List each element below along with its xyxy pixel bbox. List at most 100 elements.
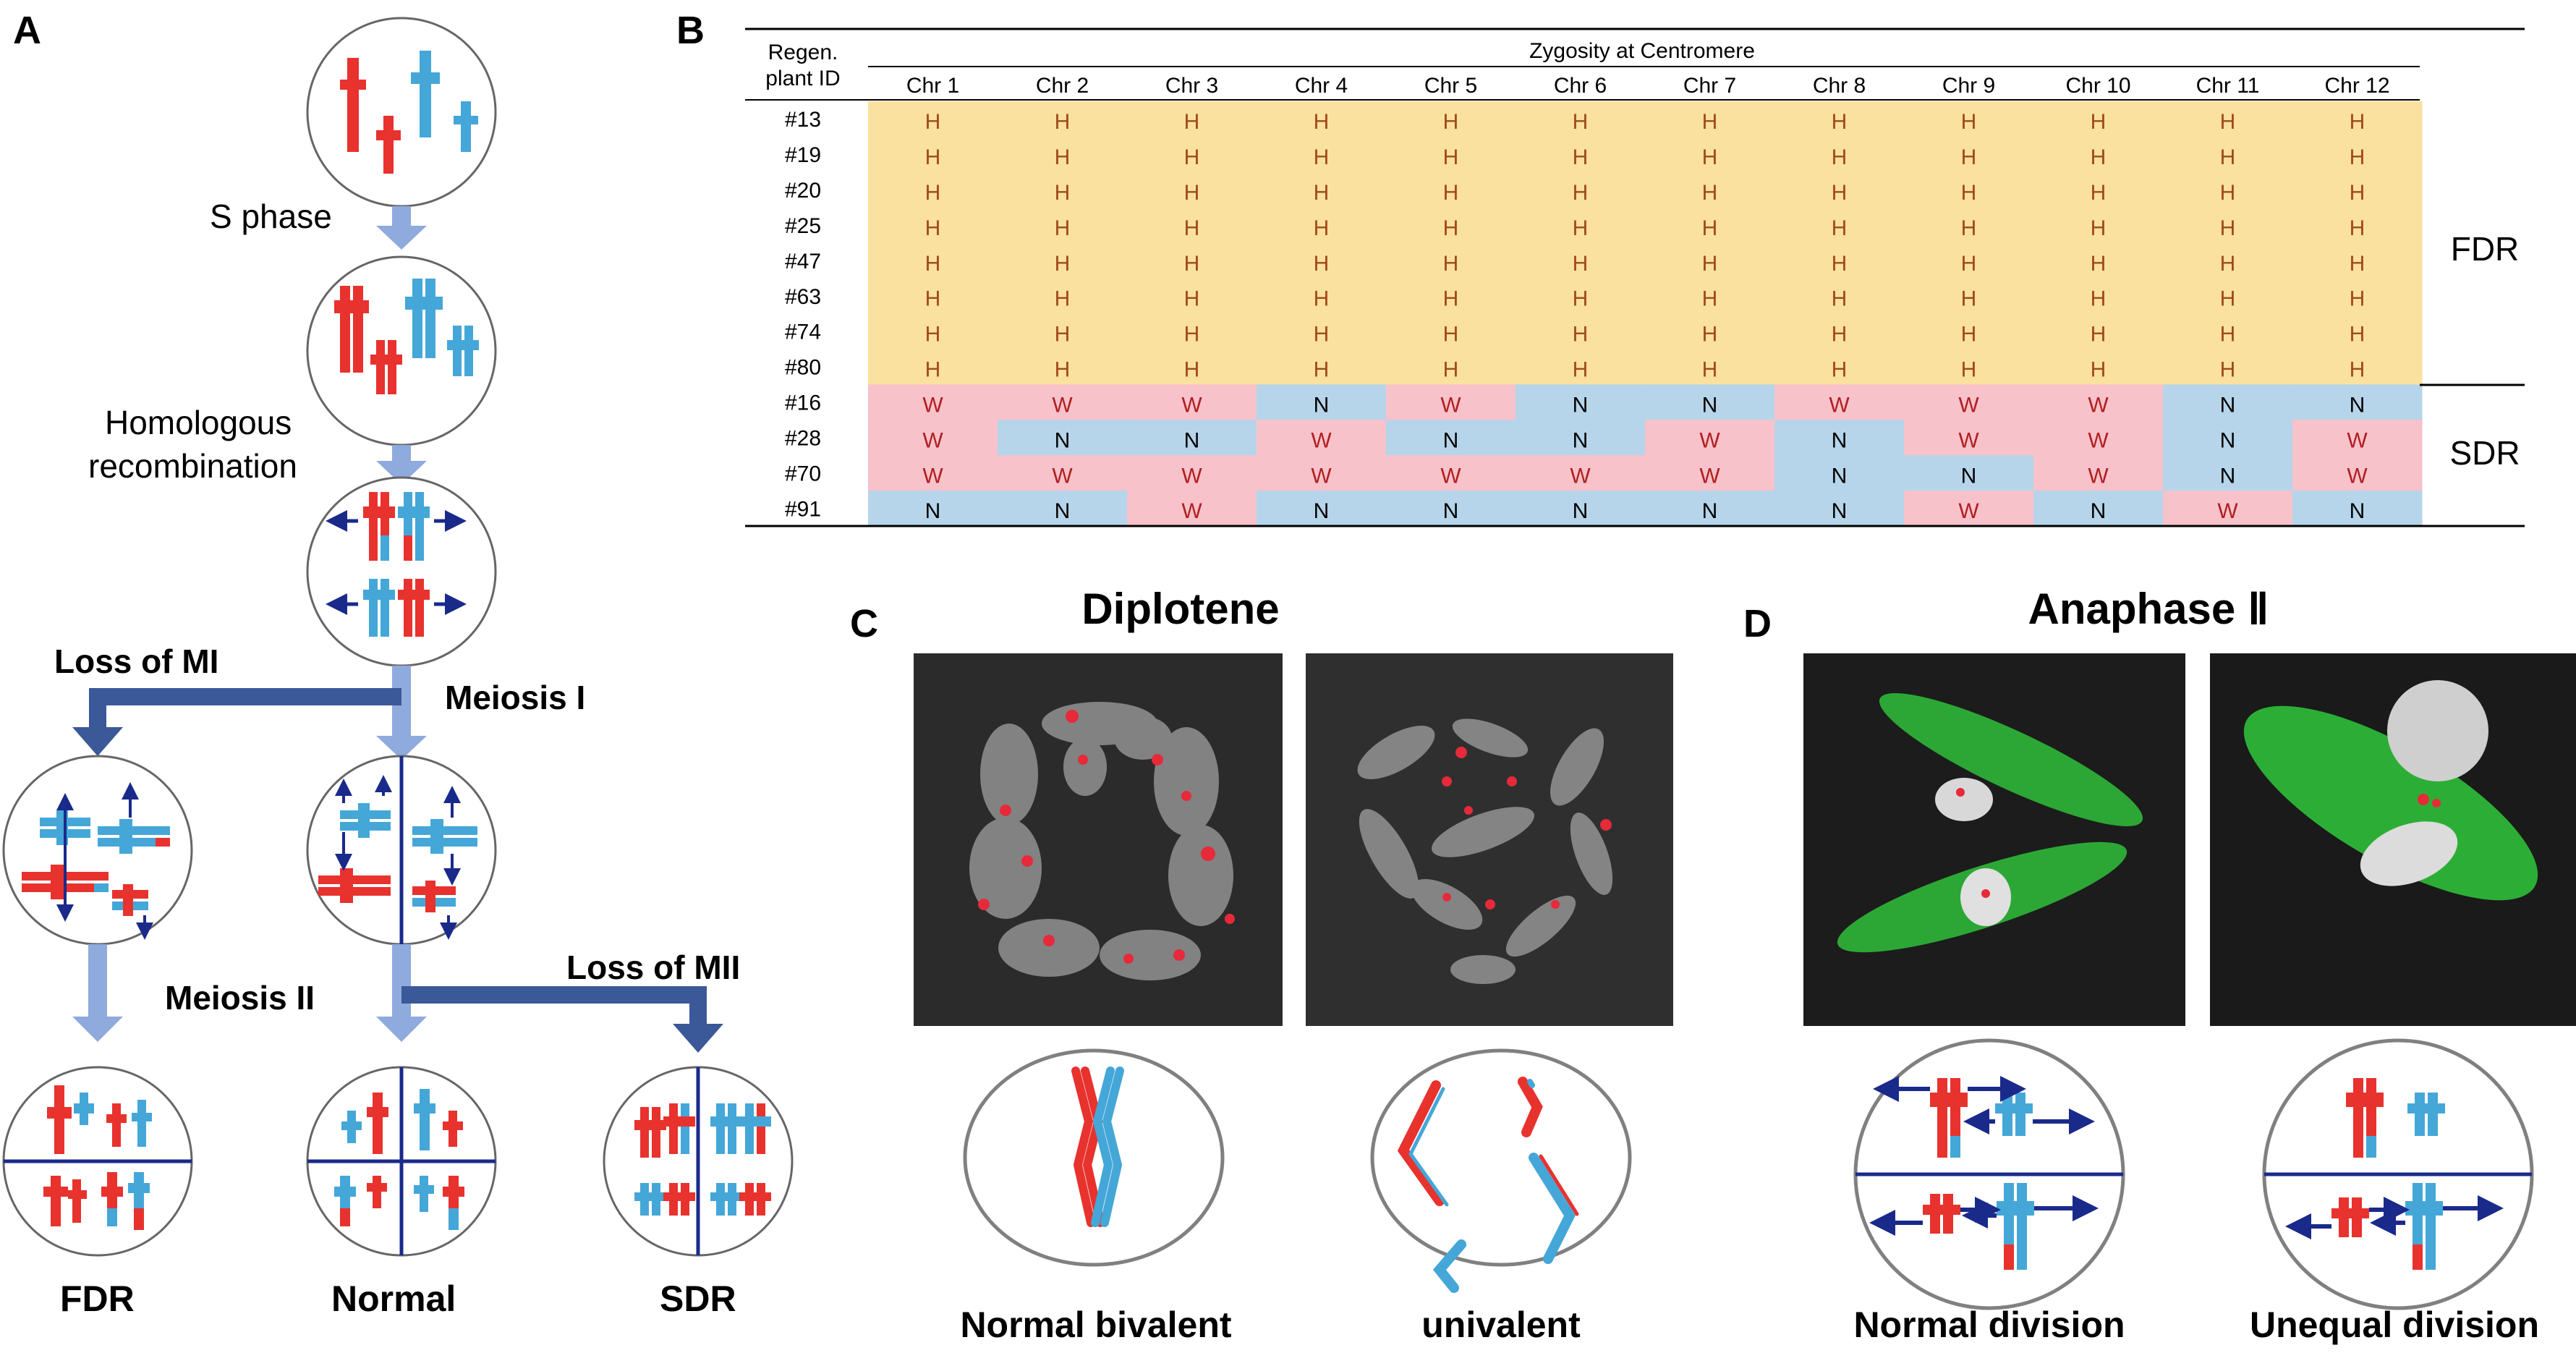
table-cell-bg bbox=[1904, 242, 2034, 279]
table-cell-bg bbox=[868, 242, 998, 279]
table-cell-bg bbox=[998, 242, 1128, 279]
caption-normal-division: Normal division bbox=[1853, 1305, 2125, 1345]
table-cell-bg bbox=[1516, 313, 1646, 349]
table-cell-bg bbox=[2033, 278, 2164, 314]
table-cell-bg bbox=[868, 207, 998, 244]
table-cell: N bbox=[1055, 428, 1071, 452]
table-cell-bg bbox=[1257, 242, 1387, 279]
table-cell-bg bbox=[1127, 242, 1257, 279]
table-cell: W bbox=[2347, 428, 2368, 452]
table-cell: H bbox=[1184, 287, 1200, 311]
table-cell: H bbox=[1184, 216, 1200, 240]
table-cell: H bbox=[1055, 252, 1071, 276]
row-id: #80 bbox=[785, 356, 821, 380]
normal-caption: Normal bbox=[331, 1278, 456, 1319]
diagram-normal-bivalent bbox=[963, 1048, 1225, 1267]
table-cell-bg bbox=[1904, 313, 2034, 349]
table-cell-bg bbox=[1645, 491, 1775, 527]
table-cell: W bbox=[2088, 428, 2109, 452]
table-cell-bg bbox=[868, 491, 998, 527]
table-cell: H bbox=[1573, 287, 1589, 311]
table-cell: H bbox=[1961, 358, 1977, 382]
table-cell-bg bbox=[1127, 101, 1257, 137]
table-cell: H bbox=[2091, 181, 2107, 205]
table-cell-bg bbox=[1516, 278, 1646, 314]
table-cell: H bbox=[1832, 110, 1848, 134]
table-cell-bg bbox=[1904, 171, 2034, 208]
table-cell: H bbox=[1961, 145, 1977, 169]
table-cell-bg bbox=[1774, 136, 1905, 173]
table-cell-bg bbox=[868, 455, 998, 491]
table-cell-bg bbox=[1127, 278, 1257, 314]
table-cell: N bbox=[2220, 464, 2236, 488]
table-cell: H bbox=[1832, 252, 1848, 276]
table-cell-bg bbox=[1127, 136, 1257, 173]
micrograph-normal-bivalent bbox=[914, 653, 1283, 1026]
table-cell-bg bbox=[1774, 278, 1905, 314]
table-cell: H bbox=[2220, 181, 2236, 205]
table-cell: H bbox=[1573, 252, 1589, 276]
table-cell-bg bbox=[1127, 207, 1257, 244]
table-cell-bg bbox=[1386, 242, 1516, 279]
table-cell-bg bbox=[1904, 101, 2034, 137]
table-cell: H bbox=[925, 358, 941, 382]
homologous-label: Homologous bbox=[105, 404, 292, 441]
zygosity-table: Regen. plant ID Zygosity at Centromere C… bbox=[745, 27, 2525, 527]
table-cell: N bbox=[1184, 428, 1200, 452]
table-cell: W bbox=[1181, 393, 1202, 417]
table-cell: H bbox=[2091, 323, 2107, 347]
table-cell-bg bbox=[1386, 349, 1516, 385]
table-cell-bg bbox=[1645, 349, 1775, 385]
table-cell-bg bbox=[1516, 420, 1646, 456]
table-cell: H bbox=[925, 110, 941, 134]
caption-unequal-division: Unequal division bbox=[2250, 1305, 2539, 1345]
table-cell: H bbox=[1832, 181, 1848, 205]
table-cell: H bbox=[1314, 145, 1330, 169]
table-cell-bg bbox=[1257, 313, 1387, 349]
table-cell-bg bbox=[1386, 101, 1516, 137]
chromosomes-normal bbox=[334, 1089, 464, 1230]
table-cell: H bbox=[1961, 216, 1977, 240]
table-cell: H bbox=[925, 287, 941, 311]
column-header: Chr 11 bbox=[2196, 74, 2260, 98]
table-cell: H bbox=[2091, 216, 2107, 240]
cell-recombination bbox=[306, 476, 497, 667]
table-cell-bg bbox=[2033, 207, 2164, 244]
table-cell: N bbox=[925, 499, 941, 523]
panel-c-letter: C bbox=[850, 602, 878, 645]
table-cell-bg bbox=[868, 420, 998, 456]
table-cell-bg bbox=[1774, 242, 1905, 279]
table-cell: W bbox=[1440, 464, 1461, 488]
table-cell: W bbox=[2347, 464, 2368, 488]
table-cell-bg bbox=[1904, 278, 2034, 314]
table-cell: W bbox=[1699, 464, 1720, 488]
chromosomes-meiosis-i bbox=[318, 775, 477, 940]
table-cell-bg bbox=[1645, 136, 1775, 173]
table-cell: N bbox=[1314, 393, 1330, 417]
recombination-label: recombination bbox=[88, 447, 297, 485]
table-cell-bg bbox=[1774, 101, 1905, 137]
table-cell-bg bbox=[998, 349, 1128, 385]
table-cell-bg bbox=[2163, 420, 2293, 456]
table-cell: W bbox=[1958, 428, 1979, 452]
table-cell: H bbox=[1184, 252, 1200, 276]
table-cell: H bbox=[1314, 323, 1330, 347]
table-cell-bg bbox=[1516, 207, 1646, 244]
table-cell: H bbox=[2350, 252, 2365, 276]
table-cell: H bbox=[1443, 358, 1459, 382]
table-cell: H bbox=[1314, 181, 1330, 205]
table-cell-bg bbox=[2163, 491, 2293, 527]
table-cell-bg bbox=[2033, 242, 2164, 279]
loss-of-mi-label: Loss of MI bbox=[54, 642, 218, 680]
row-id: #20 bbox=[785, 179, 821, 203]
table-cell-bg bbox=[1386, 278, 1516, 314]
chromosomes-s bbox=[334, 279, 479, 394]
row-id: #28 bbox=[785, 426, 821, 450]
table-cell: H bbox=[1961, 287, 1977, 311]
table-cell-bg bbox=[1774, 455, 1905, 491]
table-cell-bg bbox=[1904, 136, 2034, 173]
table-cell-bg bbox=[998, 136, 1128, 173]
column-header: Chr 12 bbox=[2324, 74, 2389, 98]
table-cell-bg bbox=[1127, 491, 1257, 527]
table-cell: H bbox=[1832, 323, 1848, 347]
